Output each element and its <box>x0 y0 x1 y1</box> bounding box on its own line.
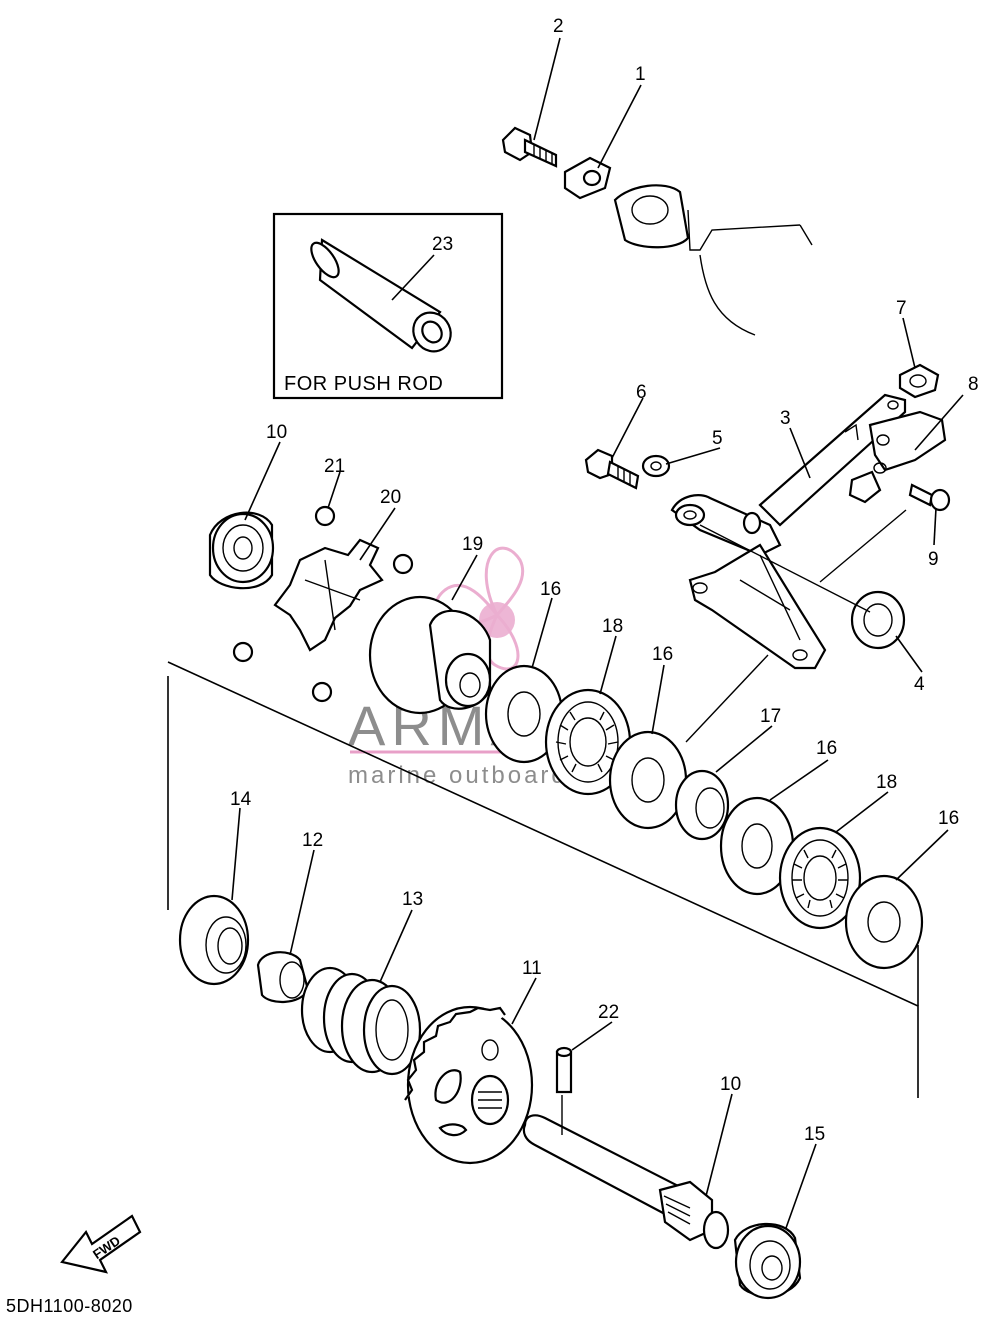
lever-3 <box>670 393 907 670</box>
label-10-bottom: 15 <box>804 1124 825 1145</box>
label-16-d: 16 <box>938 808 959 829</box>
watermark: ARMADA marine outboards <box>348 546 640 789</box>
washer-16-b <box>608 730 688 830</box>
bolt-2 <box>501 126 558 168</box>
washer-5 <box>641 454 671 478</box>
label-6: 6 <box>636 382 647 403</box>
seal-15 <box>178 894 250 986</box>
washer-1 <box>563 156 612 200</box>
bushing-13 <box>256 951 310 1003</box>
bolt-6 <box>584 448 640 490</box>
gear-12 <box>404 1005 534 1165</box>
assembly-lines <box>167 509 919 1135</box>
diagram-code: 5DH1100-8020 <box>6 1296 133 1316</box>
shaft-11 <box>522 1114 730 1250</box>
label-11: 10 <box>720 1074 741 1095</box>
part-labels: 2 1 23 7 8 3 6 5 9 4 10 21 20 19 16 18 1… <box>230 16 979 1145</box>
label-2: 2 <box>553 16 564 37</box>
label-10-top: 10 <box>266 422 287 443</box>
plate-8 <box>848 410 947 504</box>
screw-9 <box>908 483 951 512</box>
balls-21 <box>232 505 414 703</box>
follower-19 <box>368 595 492 715</box>
thrust-bearing-18-b <box>778 826 862 930</box>
label-16-b: 16 <box>652 644 673 665</box>
label-22: 22 <box>598 1002 619 1023</box>
bearing-10-bottom <box>733 1222 802 1300</box>
spring-14 <box>300 966 422 1076</box>
label-leaders <box>231 37 964 1229</box>
label-4: 4 <box>914 674 925 695</box>
fwd-arrow-icon: FWD <box>60 1214 142 1274</box>
label-3: 3 <box>780 408 791 429</box>
label-18-b: 18 <box>876 772 897 793</box>
label-13: 12 <box>302 830 323 851</box>
label-20: 20 <box>380 487 401 508</box>
label-19: 19 <box>462 534 483 555</box>
label-23: 23 <box>432 234 453 255</box>
label-12: 11 <box>522 958 542 979</box>
pin-22 <box>555 1046 573 1094</box>
label-16-c: 16 <box>816 738 837 759</box>
label-17: 17 <box>760 706 781 727</box>
label-21: 21 <box>324 456 345 477</box>
label-14: 13 <box>402 889 423 910</box>
collar-17 <box>674 769 730 841</box>
label-15: 14 <box>230 789 252 810</box>
label-16-a: 16 <box>540 579 561 600</box>
bearing-10-top <box>208 511 275 590</box>
label-7: 7 <box>896 298 907 319</box>
label-5: 5 <box>712 428 723 449</box>
motor-housing <box>613 184 813 336</box>
nut-7 <box>898 363 940 399</box>
label-8: 8 <box>968 374 979 395</box>
inset-push-rod: FOR PUSH ROD <box>272 212 504 400</box>
inset-caption: FOR PUSH ROD <box>284 373 443 395</box>
bushing-4 <box>850 590 906 650</box>
washer-16-d <box>844 874 924 970</box>
watermark-subtitle: marine outboards <box>348 762 583 789</box>
label-18-a: 18 <box>602 616 623 637</box>
label-1: 1 <box>635 64 646 85</box>
label-9: 9 <box>928 549 939 570</box>
shift-cam-20 <box>273 538 384 652</box>
